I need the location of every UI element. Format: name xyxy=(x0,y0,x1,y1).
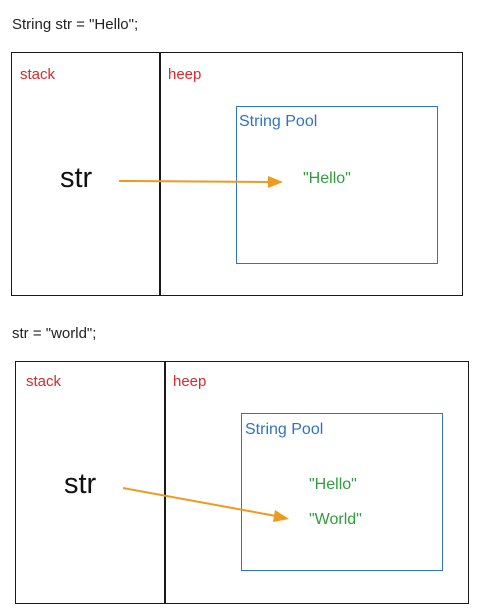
string-value-hello-1: "Hello" xyxy=(303,170,351,187)
variable-str-1: str xyxy=(60,162,93,194)
string-value-world-2: "World" xyxy=(309,511,362,528)
heap-label-2: heep xyxy=(173,373,207,390)
memory-panel-1 xyxy=(11,52,463,296)
string-pool-box-1 xyxy=(236,106,438,264)
stack-heap-divider-2 xyxy=(164,361,166,604)
stack-label-1: stack xyxy=(20,66,56,83)
variable-str-2: str xyxy=(64,468,97,500)
heap-label-1: heep xyxy=(168,66,202,83)
string-pool-label-2: String Pool xyxy=(245,421,324,438)
string-pool-label-1: String Pool xyxy=(239,113,318,130)
code-line-2: str = "world"; xyxy=(12,325,97,342)
stack-label-2: stack xyxy=(26,373,62,390)
string-value-hello-2: "Hello" xyxy=(309,476,357,493)
code-line-1: String str = "Hello"; xyxy=(12,16,139,33)
memory-panel-2 xyxy=(15,361,469,604)
stack-heap-divider-1 xyxy=(159,52,161,296)
